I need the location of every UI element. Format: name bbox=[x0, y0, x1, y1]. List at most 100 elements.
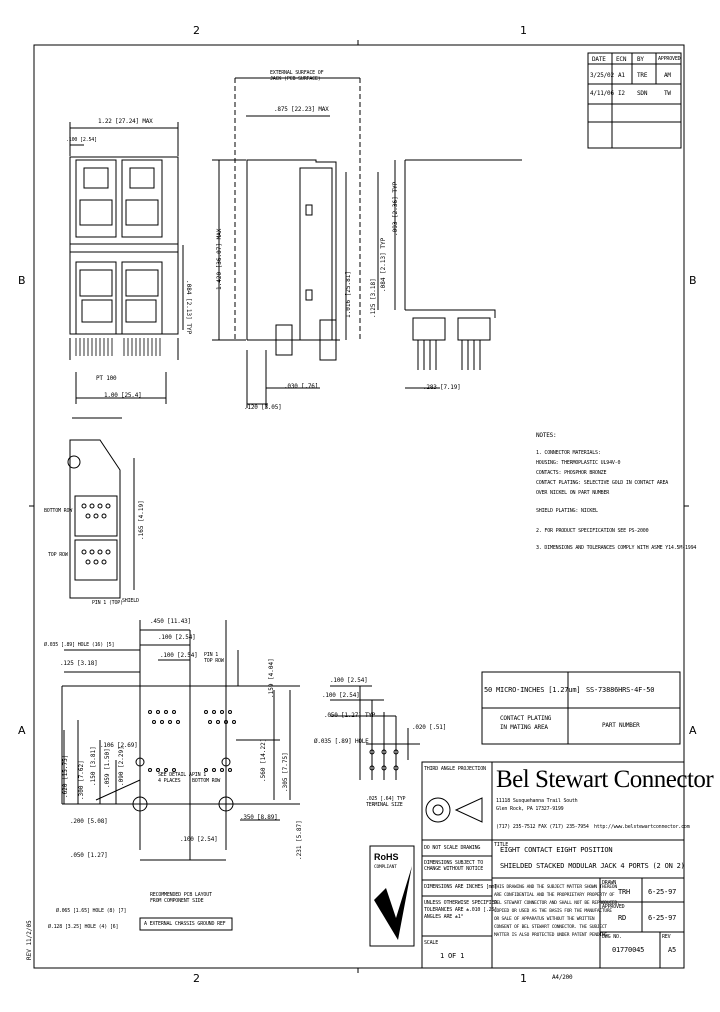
pcb-see-detail: SEE DETAIL A 4 PLACES bbox=[158, 772, 192, 784]
pcb-dim-7: .560 [14.22] bbox=[260, 738, 267, 782]
pcb-dim-8: .159 [4.04] bbox=[268, 658, 275, 698]
rev-header-by: BY bbox=[637, 56, 644, 63]
revision-table-grid bbox=[587, 52, 682, 149]
tail-terminal-note: .025 [.64] TYP TERMINAL SIZE bbox=[366, 796, 406, 808]
tb-tolerances: UNLESS OTHERWISE SPECIFIED TOLERANCES AR… bbox=[424, 900, 498, 920]
rohs-check-icon bbox=[374, 866, 412, 940]
part-number-value: SS-73886HRS-4F-50 bbox=[586, 686, 655, 694]
label-pin1-top: PIN 1 (TOP) bbox=[92, 600, 123, 606]
dim-span: 1.00 [25.4] bbox=[104, 392, 142, 399]
rev-header-ecn: ECN bbox=[616, 56, 627, 63]
tb-company: Bel Stewart Connector bbox=[496, 766, 714, 793]
tb-do-not-scale: DO NOT SCALE DRAWING bbox=[424, 845, 481, 851]
footer-format: A4/200 bbox=[552, 974, 573, 981]
notes-title: NOTES: bbox=[536, 432, 557, 439]
tail-detail bbox=[330, 685, 420, 780]
pcb-dim-1: .620 [15.75] bbox=[62, 754, 69, 798]
tb-approved-label: APPROVED bbox=[602, 904, 625, 910]
dim-side-a: .093 [2.36] TYP bbox=[392, 181, 399, 236]
zone-top-1: 1 bbox=[520, 24, 527, 37]
rev-header-approved: APPROVED bbox=[658, 56, 681, 62]
zone-right-a: A bbox=[689, 724, 697, 737]
tb-dims-subject: DIMENSIONS SUBJECT TO CHANGE WITHOUT NOT… bbox=[424, 860, 484, 872]
pcb-dim-9: .305 [7.75] bbox=[282, 752, 289, 792]
tb-title-2: SHIELDED STACKED MODULAR JACK 4 PORTS (2… bbox=[500, 862, 685, 870]
note-line-4: CONTACT PLATING: SELECTIVE GOLD IN CONTA… bbox=[536, 480, 669, 486]
tb-dims-inches: DIMENSIONS ARE INCHES [mm] bbox=[424, 884, 498, 890]
pcb-detail-a: A EXTERNAL CHASSIS GROUND REF bbox=[144, 921, 226, 927]
rev-row1-by: TRE bbox=[637, 72, 648, 79]
dim-height-a: 1.016 [25.81] bbox=[345, 271, 352, 318]
tb-dwg-no: 01770045 bbox=[612, 946, 645, 954]
zone-right-b: B bbox=[689, 274, 697, 287]
pcb-dim-10: .231 [5.87] bbox=[296, 820, 303, 860]
rev-row2-by: SDN bbox=[637, 90, 648, 97]
part-number-box bbox=[481, 671, 681, 745]
tb-address-2: Glen Rock, PA 17327-9199 bbox=[496, 806, 564, 812]
dim-overall-height: 1.420 [36.07] MAX bbox=[216, 228, 223, 290]
rev-header-date: DATE bbox=[592, 56, 606, 63]
pcb-dim-5: .090 [2.29] bbox=[118, 746, 125, 786]
pcb-pin1-bottom: PIN 1 BOTTOM ROW bbox=[192, 772, 221, 784]
dim-panel-thk: .120 [3.05] bbox=[244, 404, 282, 411]
pcb-recommended-label: RECOMMENDED PCB LAYOUT FROM COMPONENT SI… bbox=[150, 892, 212, 904]
pcb-hole-1: Ø.035 [.89] HOLE (16) [5] bbox=[44, 642, 115, 648]
dim-front-height: .084 [2.13] TYP bbox=[185, 280, 192, 335]
tb-drawn-date: 6-25-97 bbox=[648, 888, 677, 896]
note-line-1: 1. CONNECTOR MATERIALS: bbox=[536, 450, 601, 456]
pcb-dim-6: .106 [2.69] bbox=[100, 742, 138, 749]
label-shield: SHIELD bbox=[122, 598, 139, 604]
pcb-layout bbox=[61, 620, 300, 931]
pcb-pin1-top: PIN 1 TOP ROW bbox=[204, 652, 224, 664]
note-line-8: 3. DIMENSIONS AND TOLERANCES COMPLY WITH… bbox=[536, 545, 697, 551]
dim-top-width: 1.22 [27.24] MAX bbox=[98, 118, 153, 125]
tail-dim-4: .020 [.51] bbox=[412, 724, 447, 731]
zone-left-b: B bbox=[18, 274, 26, 287]
note-line-2: HOUSING: THERMOPLASTIC UL94V-0 bbox=[536, 460, 621, 466]
tail-dim-3: .050 [1.27] TYP bbox=[324, 712, 376, 719]
pcb-dim-bottom-2: .100 [2.54] bbox=[158, 634, 196, 641]
note-line-5: OVER NICKEL ON PART NUMBER bbox=[536, 490, 610, 496]
rev-row1-ecn: A1 bbox=[618, 72, 625, 79]
rev-row2-ecn: I2 bbox=[618, 90, 625, 97]
label-top-row: TOP ROW bbox=[48, 552, 68, 558]
part-plating-label: CONTACT PLATING IN MATING AREA bbox=[500, 715, 552, 731]
title-block-grid bbox=[369, 761, 685, 969]
tail-hole: Ø.035 [.89] HOLE bbox=[314, 738, 369, 745]
pcb-dim-14: .100 [2.54] bbox=[180, 836, 218, 843]
dim-pitch: PT 100 bbox=[96, 375, 117, 382]
rev-row1-approved: AM bbox=[664, 72, 671, 79]
part-number-label: PART NUMBER bbox=[602, 722, 640, 729]
tb-rev: A5 bbox=[668, 946, 677, 954]
part-plating-value: 50 MICRO-INCHES [1.27um] bbox=[484, 686, 581, 694]
pcb-dim-bottom-1: .450 [11.43] bbox=[150, 618, 191, 625]
tail-dim-1: .100 [2.54] bbox=[330, 677, 368, 684]
dim-detail-height: .165 [4.19] bbox=[138, 500, 145, 540]
tb-projection: THIRD ANGLE PROJECTION bbox=[424, 766, 486, 772]
pcb-dim-bottom-3: .100 [2.54] bbox=[160, 652, 198, 659]
rev-row1-date: 3/25/02 bbox=[590, 72, 614, 79]
pcb-dim-4b: .059 [1.50] bbox=[104, 748, 111, 788]
margin-rev-note: REV 11/2/05 bbox=[26, 920, 33, 960]
tb-approved-date: 6-25-97 bbox=[648, 914, 677, 922]
tb-drawn: TRH bbox=[618, 888, 631, 896]
pcb-dim-13: .050 [1.27] bbox=[70, 852, 108, 859]
note-line-3: CONTACTS: PHOSPHOR BRONZE bbox=[536, 470, 607, 476]
tail-dim-2: .100 [2.54] bbox=[322, 692, 360, 699]
label-bottom-row: BOTTOM ROW bbox=[44, 508, 73, 514]
dim-tail-a: .030 [.76] bbox=[284, 383, 319, 390]
note-line-7: 2. FOR PRODUCT SPECIFICATION SEE PS-2000 bbox=[536, 528, 649, 534]
label-external-surface: EXTERNAL SURFACE OF JACK (PCB SURFACE) bbox=[270, 70, 324, 82]
zone-bottom-1: 1 bbox=[520, 972, 527, 985]
tb-address-1: 11118 Susquehanna Trail South bbox=[496, 798, 578, 804]
pcb-hole-3: Ø.128 [3.25] HOLE (4) [6] bbox=[48, 924, 119, 930]
tb-scale: 1 OF 1 bbox=[440, 952, 465, 960]
tb-approved: RD bbox=[618, 914, 627, 922]
tb-web: http://www.belstewartconnector.com bbox=[594, 824, 690, 830]
front-view bbox=[69, 122, 184, 404]
tb-proprietary: THIS DRAWING AND THE SUBJECT MATTER SHOW… bbox=[494, 885, 620, 938]
pcb-hole-2: Ø.065 [1.65] HOLE (8) [7] bbox=[56, 908, 127, 914]
pcb-dim-4: .125 [3.18] bbox=[60, 660, 98, 667]
dim-body-depth: .875 [22.23] MAX bbox=[274, 106, 329, 113]
